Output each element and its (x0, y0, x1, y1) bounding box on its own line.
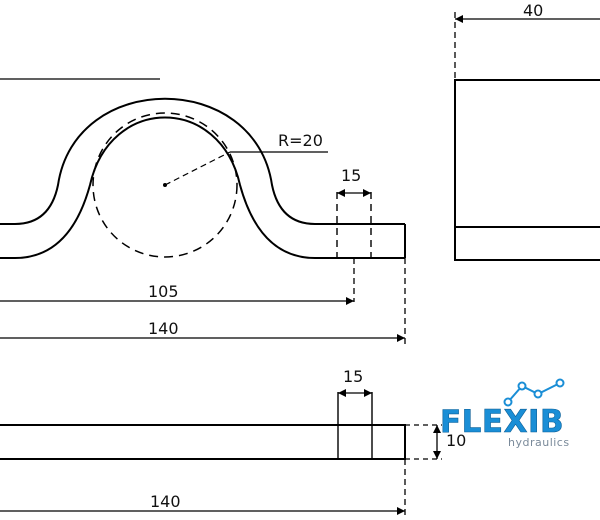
dim-105: 105 (0, 258, 355, 305)
dim-slot-bottom: 15 (338, 367, 372, 397)
side-view (454, 79, 600, 261)
logo-wordmark: FLEXIB (440, 404, 564, 440)
logo-node-icon (533, 389, 543, 399)
logo-node-icon (503, 397, 513, 407)
dim-140-bottom-label: 140 (150, 492, 181, 511)
dim-40: 40 (454, 1, 600, 80)
logo-graph-icon (507, 382, 561, 403)
logo-node-icon (517, 381, 527, 391)
dim-10: 10 (405, 424, 466, 460)
logo-node-icon (555, 378, 565, 388)
dim-10-label: 10 (446, 431, 466, 450)
front-inner-profile (0, 116, 405, 259)
bottom-view (0, 392, 406, 460)
dim-slot-front-label: 15 (341, 166, 361, 185)
dim-140-front-label: 140 (148, 319, 179, 338)
radius-leader-line (164, 151, 231, 186)
dim-140-front: 140 (0, 258, 406, 345)
hidden-hole-circle (92, 112, 238, 258)
dim-140-bottom: 140 (0, 459, 406, 518)
flexib-logo: FLEXIB hydraulics (440, 378, 570, 449)
dim-105-label: 105 (148, 282, 179, 301)
dim-40-label: 40 (523, 1, 543, 20)
radius-label: R=20 (278, 131, 323, 150)
front-outer-profile (0, 97, 405, 225)
side-view-outline (454, 79, 600, 261)
logo-tagline: hydraulics (508, 436, 570, 449)
dim-slot-bottom-label: 15 (343, 367, 363, 386)
radius-callout: R=20 (163, 131, 328, 187)
bottom-view-outline (0, 424, 406, 460)
front-view (0, 97, 406, 259)
dim-slot-front: 15 (337, 166, 371, 197)
